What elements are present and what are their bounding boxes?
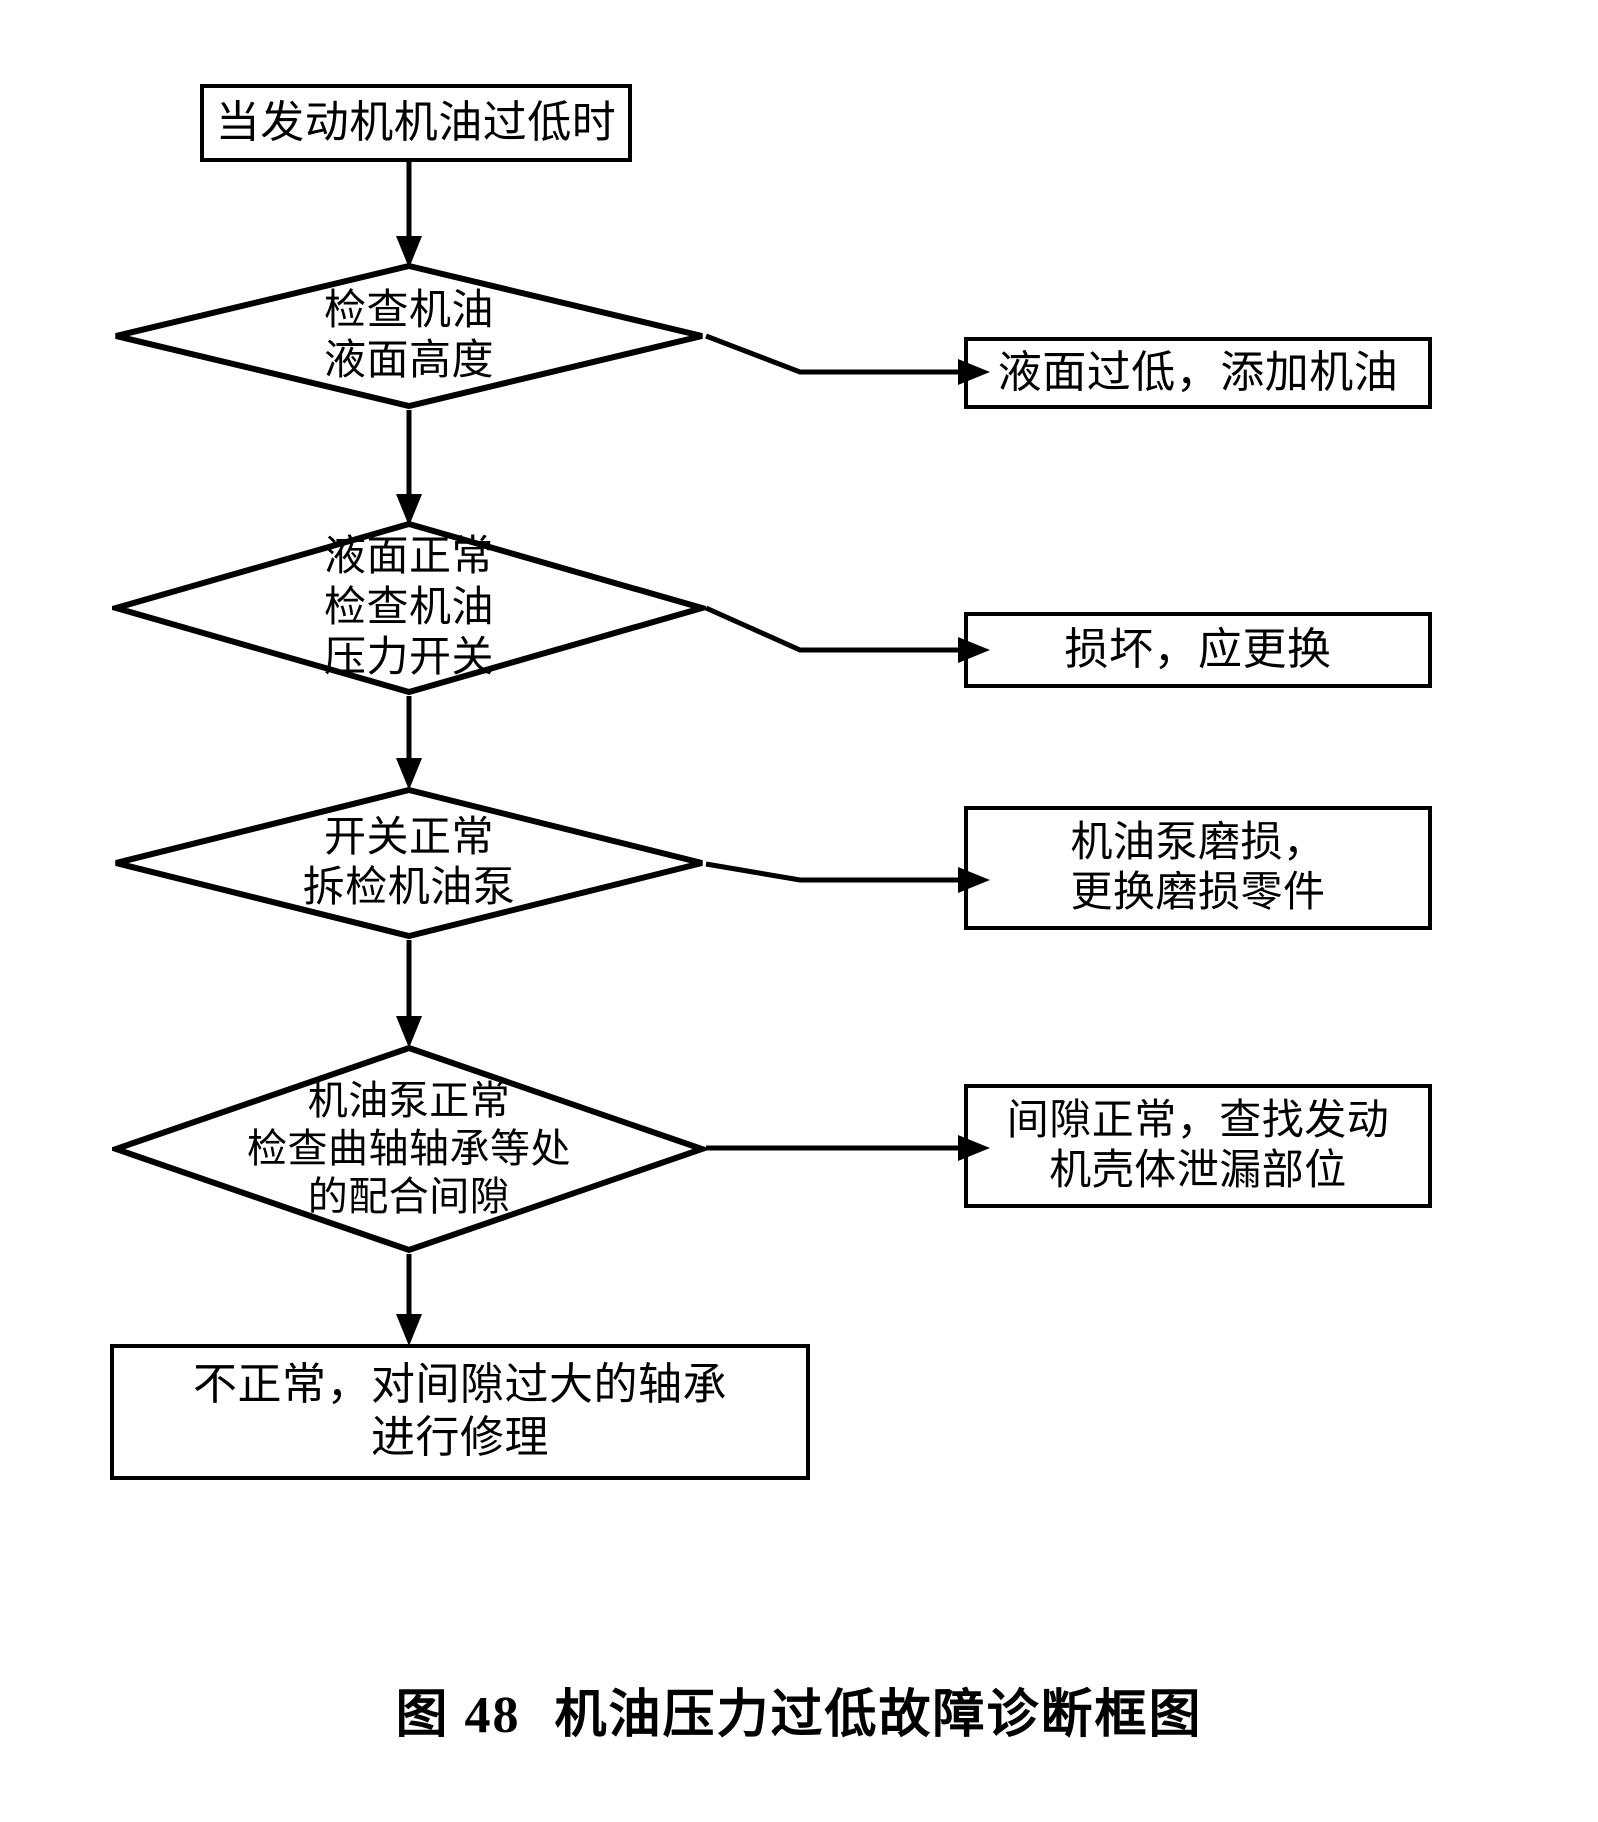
flow-node-find-housing-leak[interactable]: 间隙正常，查找发动 机壳体泄漏部位 — [964, 1084, 1432, 1208]
figure-caption-number: 图 48 — [395, 1687, 521, 1744]
flow-node-repair-bearings[interactable]: 不正常，对间隙过大的轴承 进行修理 — [110, 1344, 810, 1480]
figure-caption-title: 机油压力过低故障诊断框图 — [554, 1687, 1203, 1744]
flow-node-replace-pump-parts[interactable]: 机油泵磨损， 更换磨损零件 — [964, 806, 1432, 930]
diamond-shape-4 — [112, 1044, 706, 1254]
flow-node-check-oil-level[interactable]: 检查机油 液面高度 — [112, 262, 706, 410]
figure-caption: 图 48 机油压力过低故障诊断框图 — [0, 1672, 1598, 1747]
diamond-shape-1 — [112, 262, 706, 410]
flow-node-add-oil-label: 液面过低，添加机油 — [997, 347, 1399, 397]
flow-node-check-bearing-clearance-label: 机油泵正常 检查曲轴轴承等处 的配合间隙 — [247, 1078, 571, 1219]
diamond-shape-2 — [112, 520, 706, 696]
flow-node-repair-bearings-label: 不正常，对间隙过大的轴承 进行修理 — [193, 1360, 727, 1462]
flow-node-check-pressure-switch-label: 液面正常 检查机油 压力开关 — [323, 534, 494, 682]
flow-node-check-pressure-switch[interactable]: 液面正常 检查机油 压力开关 — [112, 520, 706, 696]
flow-node-find-housing-leak-label: 间隙正常，查找发动 机壳体泄漏部位 — [1006, 1097, 1390, 1194]
flow-node-replace-switch[interactable]: 损坏，应更换 — [964, 612, 1432, 688]
flow-node-check-bearing-clearance[interactable]: 机油泵正常 检查曲轴轴承等处 的配合间隙 — [112, 1044, 706, 1254]
flow-node-add-oil[interactable]: 液面过低，添加机油 — [964, 337, 1432, 409]
flow-node-start-label: 当发动机机油过低时 — [215, 97, 617, 147]
flow-node-replace-switch-label: 损坏，应更换 — [1064, 624, 1332, 674]
flow-node-check-oil-level-label: 检查机油 液面高度 — [323, 287, 494, 384]
flow-node-inspect-oil-pump-label: 开关正常 拆检机油泵 — [302, 814, 516, 911]
flow-node-inspect-oil-pump[interactable]: 开关正常 拆检机油泵 — [112, 786, 706, 940]
diamond-shape-3 — [112, 786, 706, 940]
flow-node-start[interactable]: 当发动机机油过低时 — [200, 84, 632, 162]
flow-node-replace-pump-parts-label: 机油泵磨损， 更换磨损零件 — [1070, 819, 1326, 916]
